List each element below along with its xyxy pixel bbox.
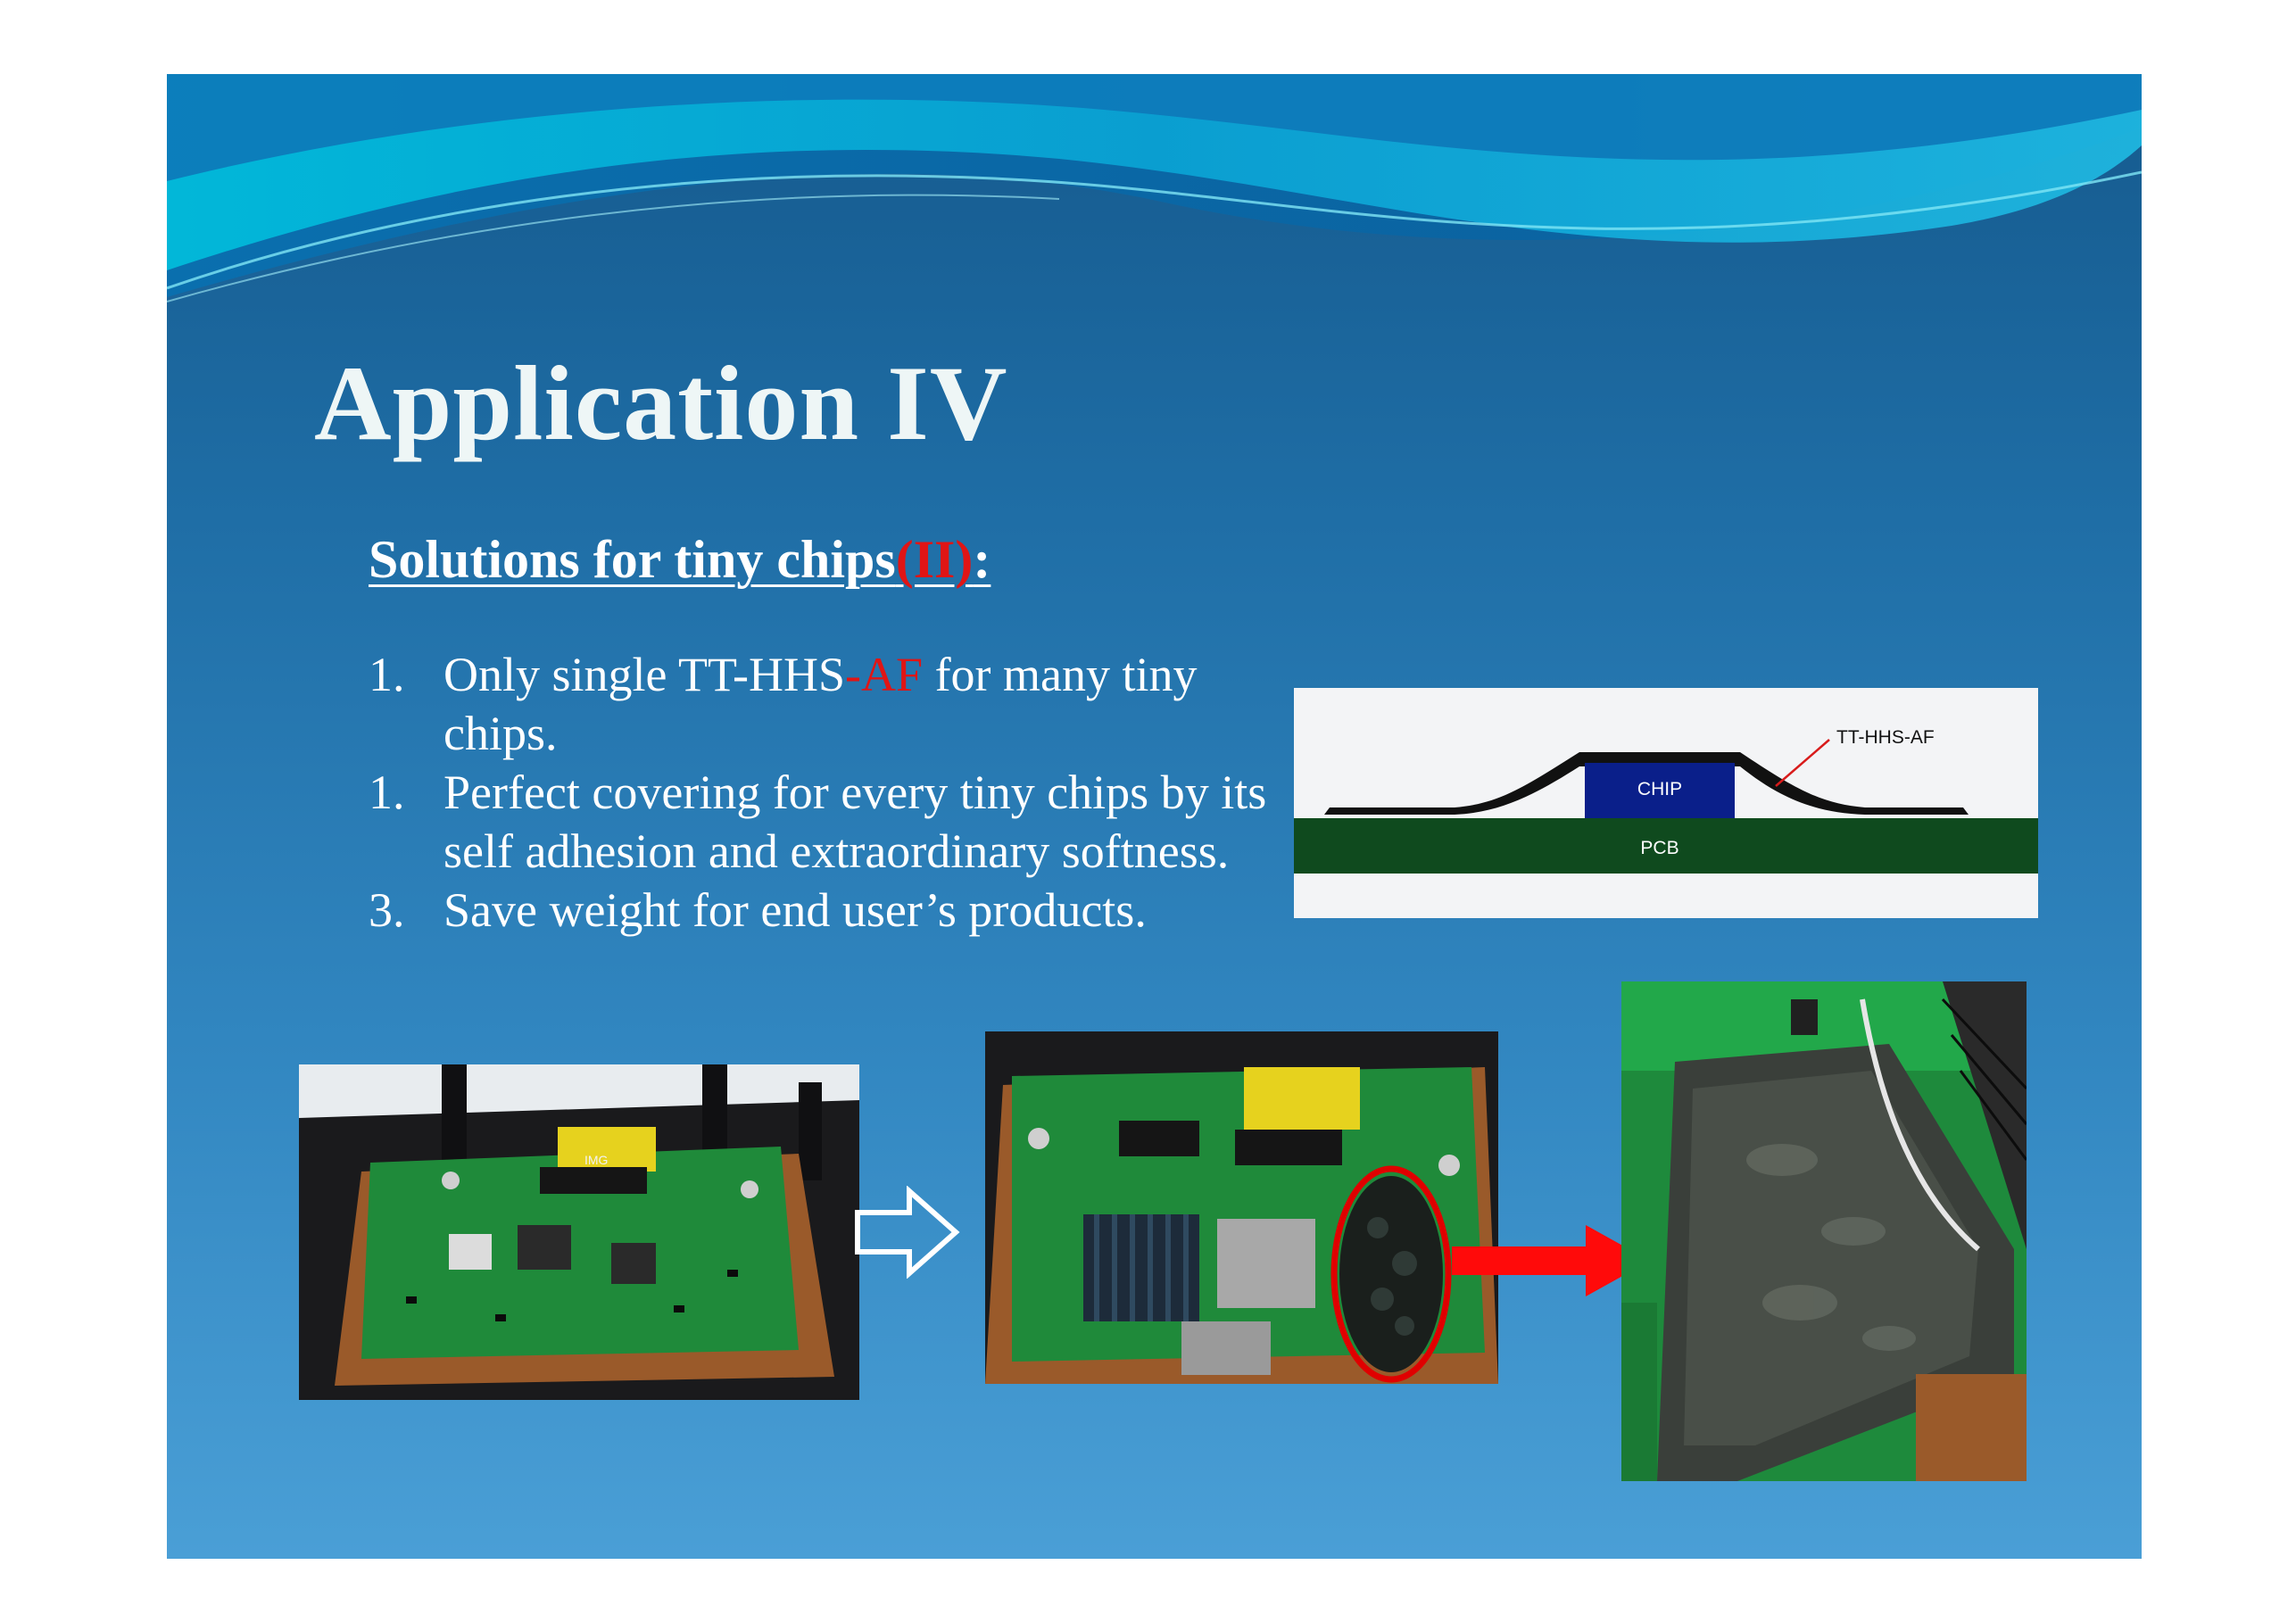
list-number: 1. xyxy=(369,766,405,819)
photo-af-film-closeup xyxy=(1621,981,2027,1481)
slide-subtitle: Solutions for tiny chips(II): xyxy=(369,529,991,591)
pcb-layer xyxy=(1294,818,2038,874)
router-pads-graphic xyxy=(985,1031,1498,1384)
list-item: 3. Save weight for end user’s products. xyxy=(369,881,1279,940)
benefits-list: 1. Only single TT-HHS-AF for many tiny c… xyxy=(369,645,1279,940)
subtitle-text: Solutions for tiny chips xyxy=(369,530,896,589)
list-text: Perfect covering for every tiny chips by… xyxy=(443,766,1267,878)
list-text-end: for many tiny chips. xyxy=(443,648,1198,760)
list-item: 1. Perfect covering for every tiny chips… xyxy=(369,763,1279,881)
highlight-ring xyxy=(1330,1165,1452,1383)
chip-label: CHIP xyxy=(1637,779,1682,799)
slide-title: Application IV xyxy=(314,344,1008,462)
cross-section-diagram: CHIP PCB TT-HHS-AF xyxy=(1294,688,2038,918)
chip-block xyxy=(1585,752,1735,818)
list-number: 3. xyxy=(369,883,405,937)
header-wave-graphic xyxy=(167,74,2142,302)
photo-router-with-pads xyxy=(985,1031,1498,1384)
subtitle-colon: : xyxy=(973,530,991,589)
cross-section-drawing: CHIP PCB TT-HHS-AF xyxy=(1294,727,2038,874)
chip-print-label: IMG xyxy=(584,1153,608,1167)
list-item: 1. Only single TT-HHS-AF for many tiny c… xyxy=(369,645,1279,763)
subtitle-accent: (II) xyxy=(895,530,974,589)
af-film xyxy=(1324,752,1969,815)
red-arrow-icon xyxy=(1452,1225,1650,1296)
list-text: Save weight for end user’s products. xyxy=(443,883,1147,937)
leader-line xyxy=(1775,739,1830,787)
af-closeup-graphic xyxy=(1621,981,2027,1481)
pcb-label: PCB xyxy=(1640,838,1678,858)
list-accent: -AF xyxy=(845,648,924,701)
router-before-graphic: IMG xyxy=(299,1064,859,1400)
photo-router-before: IMG xyxy=(299,1064,859,1400)
slide: Application IV Solutions for tiny chips(… xyxy=(167,74,2142,1559)
list-number: 1. xyxy=(369,648,405,701)
list-text: Only single TT-HHS xyxy=(443,648,846,701)
material-label: TT-HHS-AF xyxy=(1836,727,1935,748)
hollow-arrow-icon xyxy=(855,1186,960,1279)
